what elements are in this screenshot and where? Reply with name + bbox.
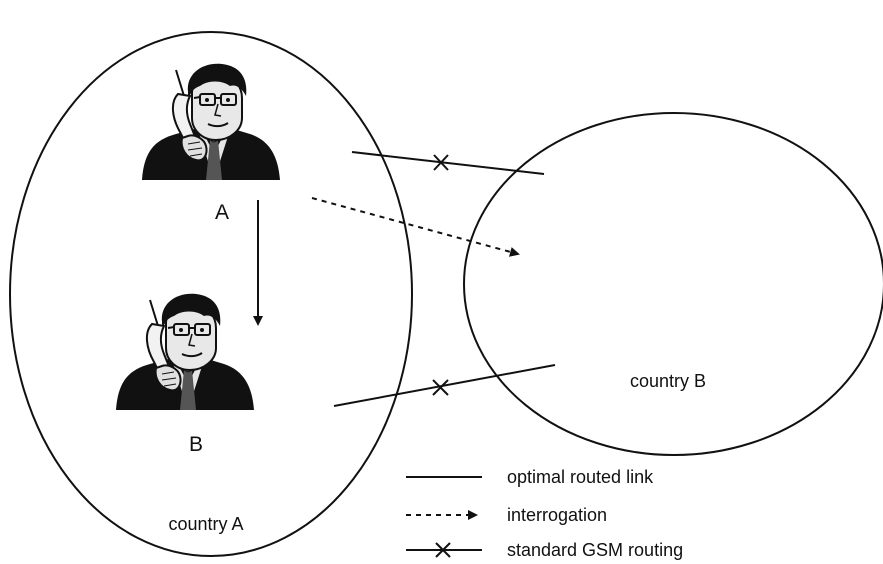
legend-standard-label: standard GSM routing xyxy=(507,540,683,560)
country-a-label: country A xyxy=(168,514,243,534)
person-b-label: B xyxy=(189,433,203,456)
country-b-ellipse xyxy=(463,112,883,456)
legend-optimal-label: optimal routed link xyxy=(507,467,654,487)
person-a-label: A xyxy=(215,201,229,224)
standard-routing-link-lower xyxy=(333,364,556,407)
legend-cross-line xyxy=(406,542,482,558)
person-b-man-on-phone-icon xyxy=(115,292,255,411)
country-b-label: country B xyxy=(630,371,706,391)
standard-routing-link-upper xyxy=(351,151,545,175)
person-a-man-on-phone-icon xyxy=(141,62,281,181)
legend-interrogation-label: interrogation xyxy=(507,505,607,525)
legend: optimal routed link interrogation standa… xyxy=(406,467,683,560)
country-a-ellipse xyxy=(9,31,413,557)
